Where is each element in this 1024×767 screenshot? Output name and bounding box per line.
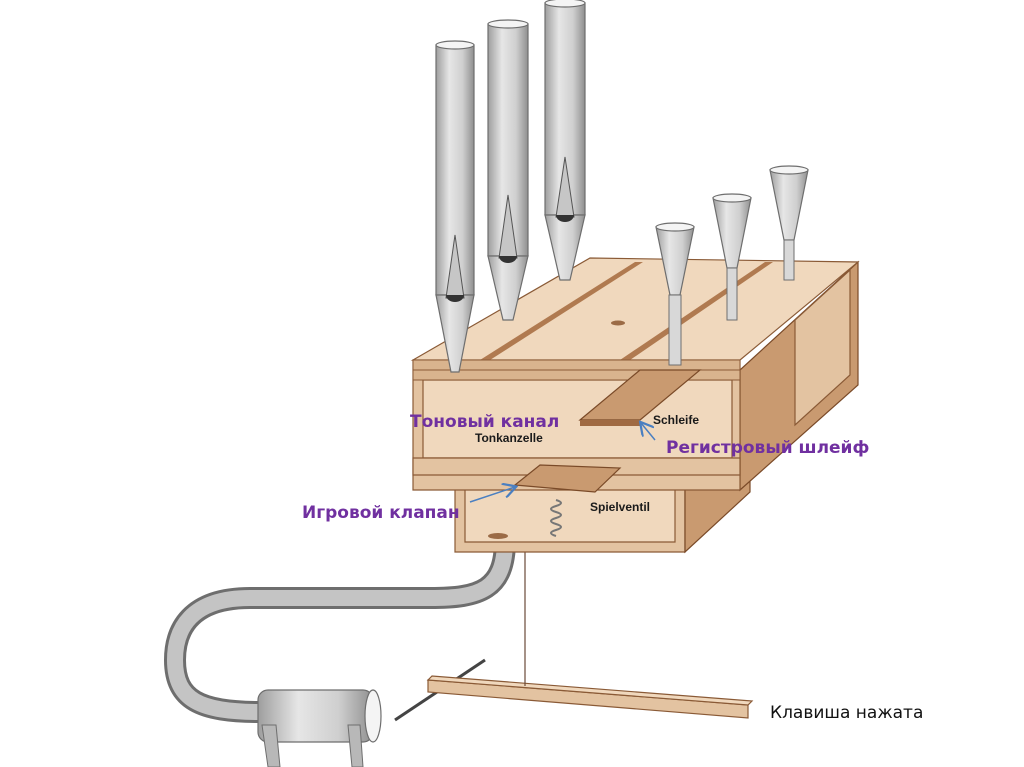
label-tonkanzelle: Tonkanzelle bbox=[475, 431, 543, 445]
slider-arrow bbox=[641, 423, 656, 441]
reed-pipe bbox=[769, 165, 809, 281]
flue-pipe bbox=[544, 0, 586, 281]
label-pallet: Игровой клапан bbox=[302, 503, 460, 523]
reed-pipes bbox=[655, 165, 809, 366]
flue-pipe bbox=[435, 40, 475, 373]
blower-icon bbox=[257, 689, 382, 767]
flue-pipes bbox=[435, 0, 586, 373]
flue-pipe bbox=[487, 19, 529, 321]
key-lever bbox=[394, 540, 754, 722]
label-spielventil: Spielventil bbox=[590, 500, 650, 514]
slider-edge bbox=[580, 420, 640, 426]
key-state-caption: Клавиша нажата bbox=[770, 703, 923, 723]
pallet-arrow bbox=[469, 487, 515, 503]
wind-hose bbox=[163, 539, 516, 723]
reed-pipe bbox=[712, 193, 752, 321]
spring-icon bbox=[550, 499, 562, 537]
label-tone-channel: Тоновый канал bbox=[410, 412, 559, 432]
label-slider: Регистровый шлейф bbox=[666, 438, 869, 458]
label-schleife: Schleife bbox=[653, 413, 699, 427]
reed-pipe bbox=[655, 222, 695, 366]
pallet-valve bbox=[513, 464, 622, 493]
